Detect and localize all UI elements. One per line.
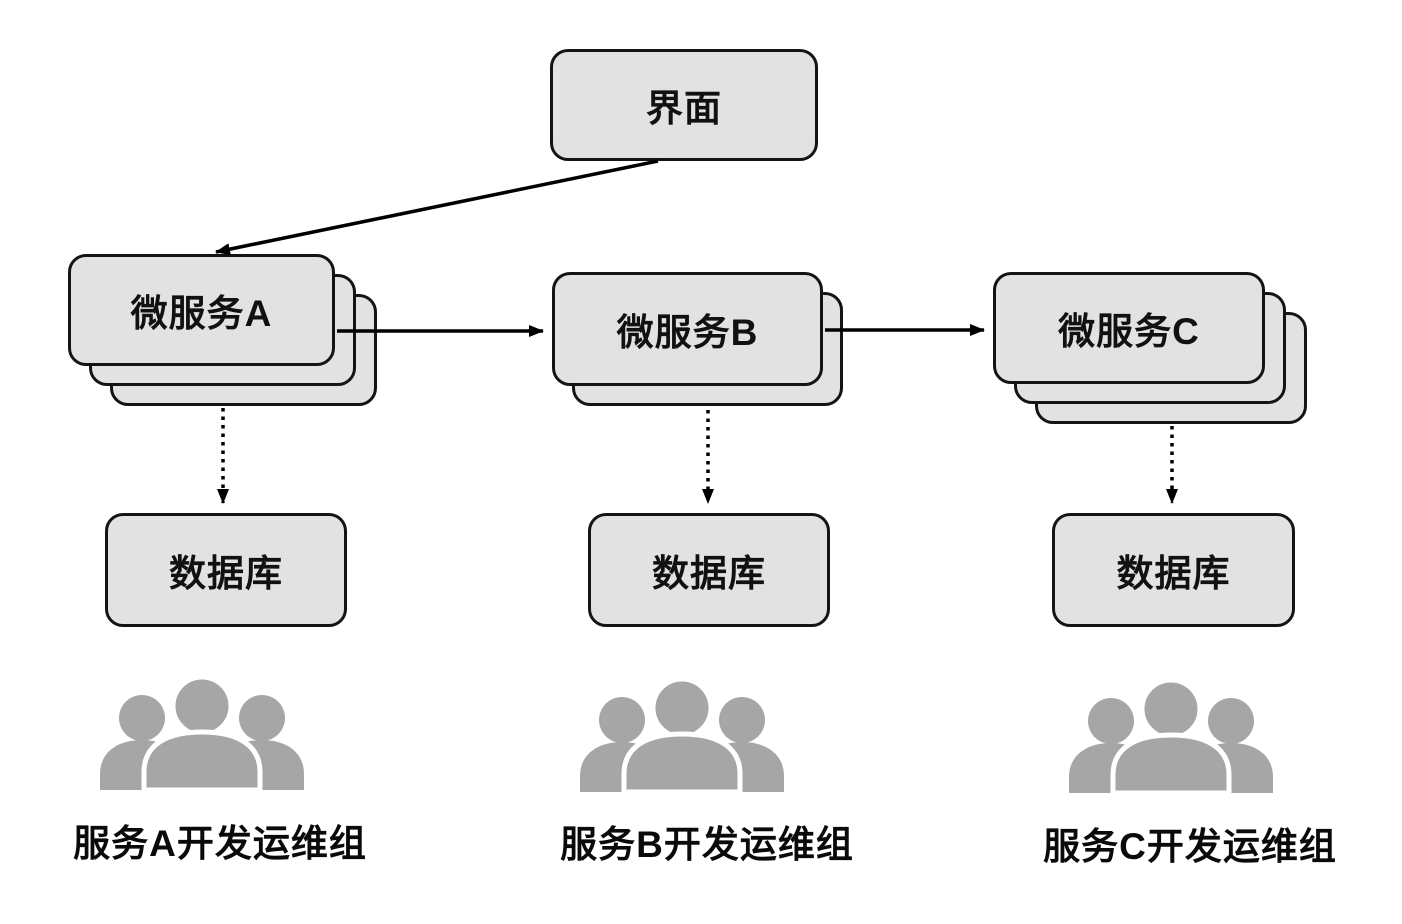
team-a-label: 服务A开发运维组 [73,823,367,864]
team-c-people-icon [1069,679,1273,793]
team-b-label: 服务B开发运维组 [560,824,854,865]
database-a-label: 数据库 [169,553,283,594]
microservice-c-label: 微服务C [1058,311,1200,352]
microservice-b-label: 微服务B [616,312,759,353]
team-b-people-icon [580,678,784,792]
database-c-box: 数据库 [1052,513,1295,627]
microservice-c-box: 微服务C [993,272,1265,384]
microservice-a-label: 微服务A [130,293,273,334]
microservice-a-box: 微服务A [68,254,335,366]
database-b-box: 数据库 [588,513,830,627]
database-b-label: 数据库 [652,553,766,594]
team-a-people-icon [100,676,304,790]
team-c-label: 服务C开发运维组 [1043,826,1337,867]
database-a-box: 数据库 [105,513,347,627]
edge-interface-to-service-a [215,159,659,256]
database-c-label: 数据库 [1116,553,1231,594]
interface-box: 界面 [550,49,818,161]
microservice-b-box: 微服务B [552,272,823,386]
interface-label: 界面 [646,88,722,129]
